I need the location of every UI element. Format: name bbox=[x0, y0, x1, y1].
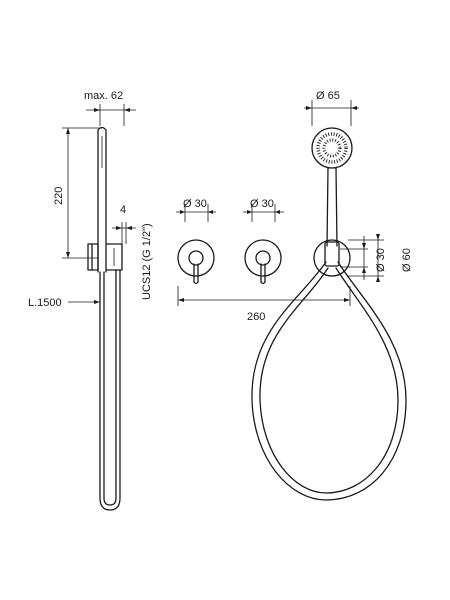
handset-head bbox=[311, 127, 353, 169]
left-mixer-knob bbox=[188, 250, 204, 266]
outlet-outer-arrow-top bbox=[376, 234, 380, 240]
offset-label: 4 bbox=[120, 204, 126, 216]
mid-mixer-knob bbox=[255, 250, 271, 266]
hose-loop-outer bbox=[251, 261, 407, 501]
mid-knob-dia-label: Ø 30 bbox=[250, 198, 274, 210]
offset-arrow-right bbox=[126, 226, 132, 230]
offset-arrow-left bbox=[116, 226, 122, 230]
outlet-inner-arrow-bottom bbox=[362, 267, 366, 273]
mid-knob-arrow-left bbox=[247, 210, 252, 214]
connection-label: UCS12 (G 1/2") bbox=[141, 223, 153, 300]
handset-nozzles-inner bbox=[322, 138, 342, 158]
left-mixer-lever bbox=[193, 263, 199, 285]
outlet-inner-dia-label: Ø 30 bbox=[375, 248, 387, 272]
wall-holder bbox=[87, 243, 99, 271]
left-mixer-plate bbox=[177, 239, 215, 277]
max-width-label: max. 62 bbox=[84, 90, 123, 102]
hose-length-label: L.1500 bbox=[28, 297, 62, 309]
max-width-arrow-left bbox=[94, 108, 100, 112]
height-arrow-top bbox=[66, 128, 70, 134]
span-arrow-right bbox=[344, 298, 350, 302]
left-knob-dia-label: Ø 30 bbox=[183, 198, 207, 210]
mid-mixer-plate bbox=[244, 239, 282, 277]
front-view: Ø 30 Ø 30 Ø 65 Ø 30 bbox=[176, 90, 413, 501]
handset-dia-label: Ø 65 bbox=[316, 90, 340, 102]
outlet-outer-arrow-bottom bbox=[376, 276, 380, 282]
left-knob-arrow-right bbox=[208, 210, 213, 214]
hose-loop-side bbox=[99, 269, 121, 511]
span-arrow-left bbox=[178, 298, 184, 302]
span-label: 260 bbox=[247, 311, 265, 323]
handset-nozzles bbox=[316, 132, 348, 164]
hose-inner-side bbox=[103, 269, 117, 506]
hose-loop-inner bbox=[259, 267, 399, 494]
wall-outlet-plate bbox=[313, 239, 351, 277]
handset-arrow-left bbox=[306, 106, 312, 110]
left-knob-arrow-left bbox=[180, 210, 185, 214]
outlet-outer-dia-label: Ø 60 bbox=[401, 248, 413, 272]
wall-holder-front bbox=[324, 241, 340, 267]
height-arrow-bottom bbox=[66, 252, 70, 258]
mid-mixer-lever bbox=[260, 263, 266, 285]
height-label: 220 bbox=[53, 187, 65, 205]
outlet-inner-arrow-top bbox=[362, 243, 366, 249]
mid-knob-arrow-right bbox=[275, 210, 280, 214]
side-view: max. 62 220 4 L.1500 UCS12 (G 1/2") bbox=[28, 90, 153, 511]
wall-outlet-body bbox=[105, 243, 123, 271]
hose-length-arrow bbox=[94, 300, 100, 304]
handset-arrow-right bbox=[351, 106, 357, 110]
handset-handle bbox=[326, 167, 338, 247]
max-width-arrow-right bbox=[124, 108, 130, 112]
